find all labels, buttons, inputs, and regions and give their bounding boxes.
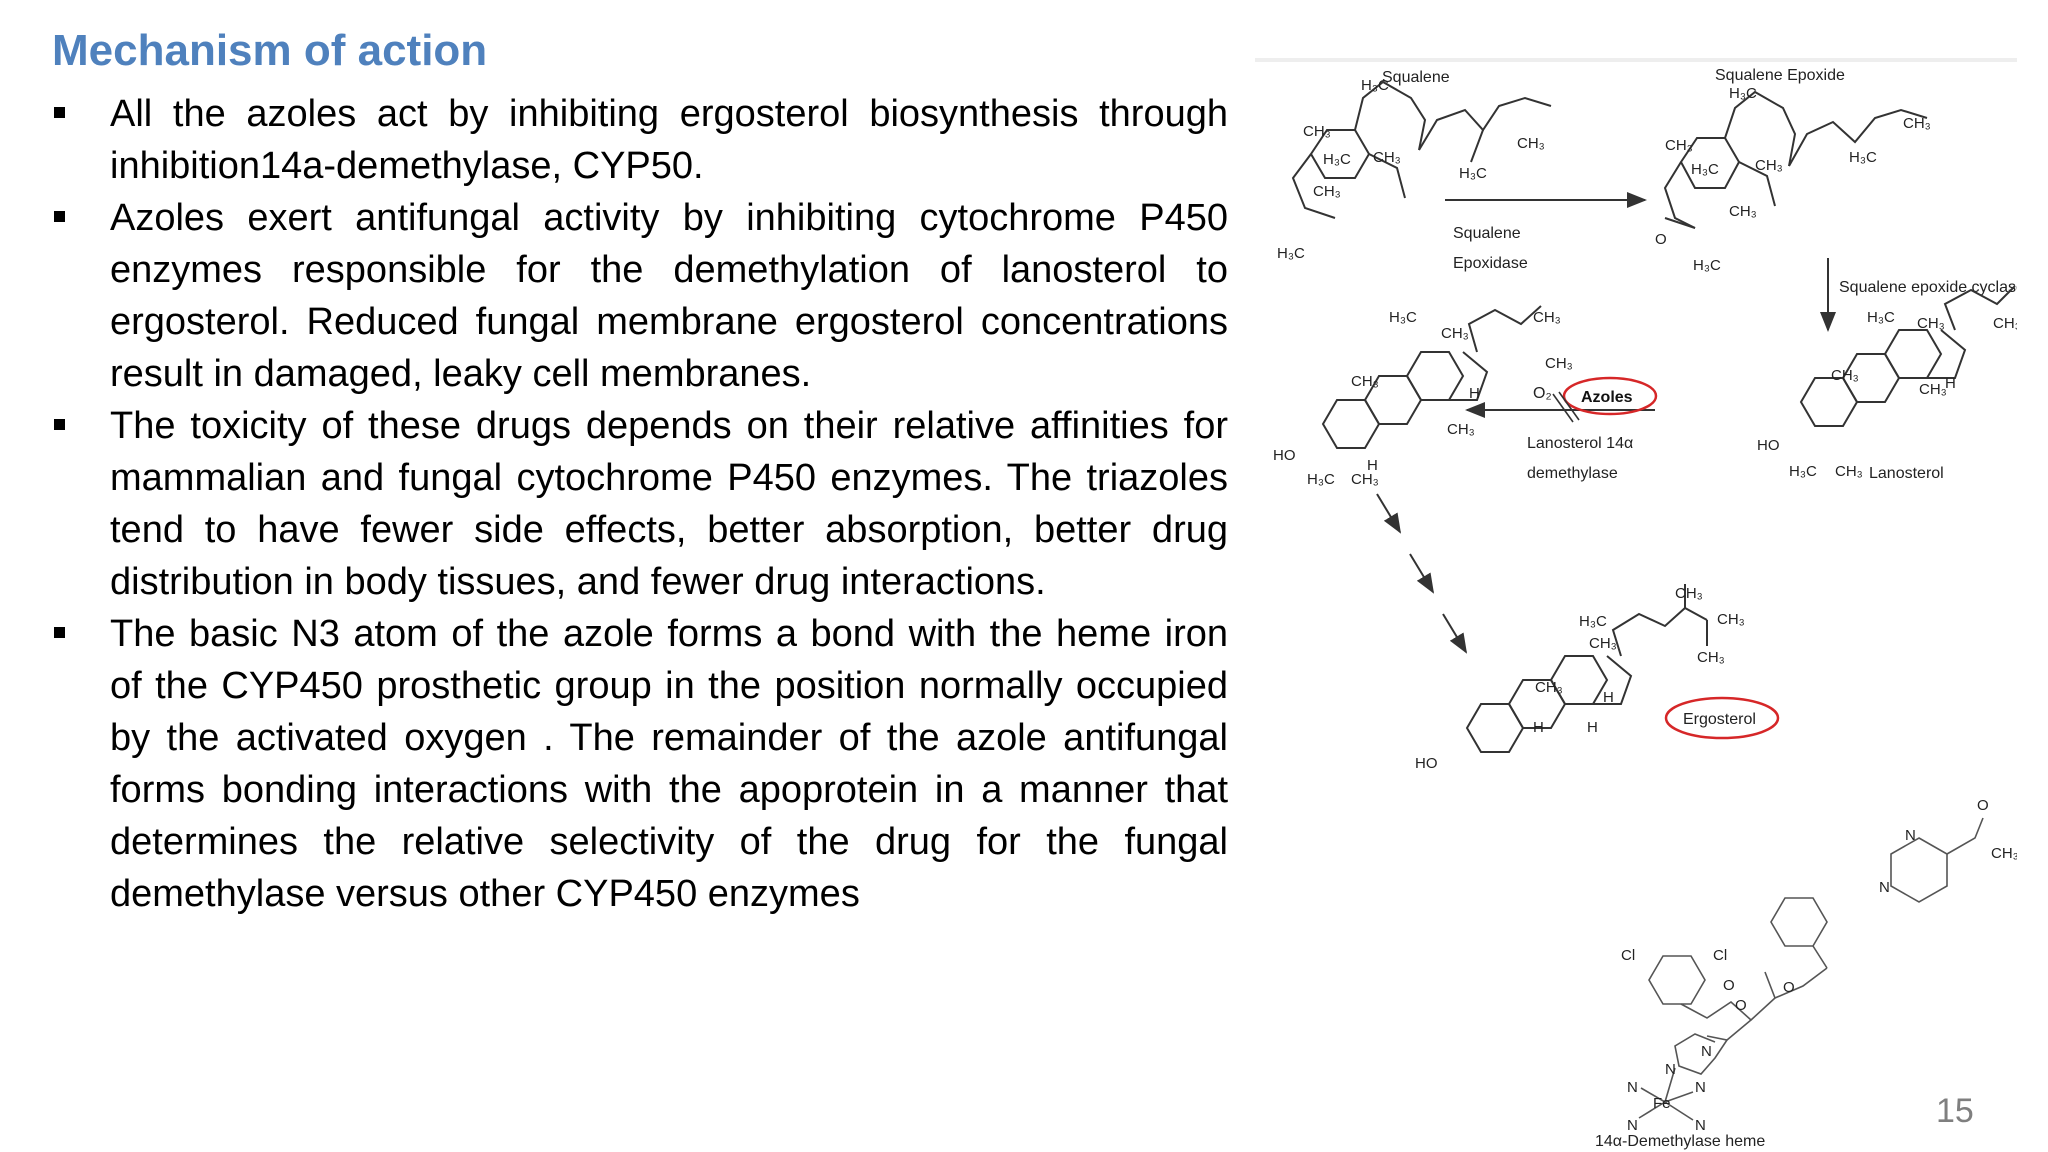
svg-text:H₃C: H₃C (1307, 471, 1335, 488)
svg-text:O: O (1783, 979, 1795, 996)
ergosterol-highlight-ring (1664, 696, 1780, 740)
svg-text:H₃C: H₃C (1693, 257, 1721, 274)
square-bullet-icon (54, 627, 65, 638)
svg-text:CH₃: CH₃ (1917, 315, 1945, 332)
svg-text:CH₃: CH₃ (1991, 845, 2017, 862)
svg-text:CH₃: CH₃ (1993, 315, 2017, 332)
svg-text:CH₃: CH₃ (1447, 421, 1475, 438)
square-bullet-icon (54, 211, 65, 222)
svg-text:N: N (1627, 1079, 1638, 1096)
svg-text:HO: HO (1757, 437, 1780, 454)
svg-text:CH₃: CH₃ (1729, 203, 1757, 220)
o2-label: O₂ (1533, 385, 1552, 402)
squalene-structure: Squalene H₃C CH₃ H₃C CH₃ CH₃ H₃C H₃C CH₃ (1277, 69, 1552, 262)
bullet-item: The basic N3 atom of the azole forms a b… (52, 608, 1228, 920)
svg-text:H: H (1469, 385, 1480, 402)
demethylated-intermediate-structure: CH₃ H₃C CH₃ CH₃ CH₃ CH₃ H HO H₃C CH₃ H (1273, 305, 1573, 488)
svg-text:CH₃: CH₃ (1755, 157, 1783, 174)
svg-text:HO: HO (1273, 447, 1296, 464)
svg-text:CH₃: CH₃ (1903, 115, 1931, 132)
svg-text:CH₃: CH₃ (1831, 367, 1859, 384)
svg-text:CH₃: CH₃ (1373, 149, 1401, 166)
svg-text:CH₃: CH₃ (1313, 183, 1341, 200)
svg-text:H₃C: H₃C (1579, 613, 1607, 630)
bullet-item: Azoles exert antifungal activity by inhi… (52, 192, 1228, 400)
svg-text:H₃C: H₃C (1729, 85, 1757, 102)
ergosterol-label: Ergosterol (1683, 711, 1756, 728)
bullet-text: The basic N3 atom of the azole forms a b… (110, 613, 1228, 915)
svg-text:H₃C: H₃C (1323, 151, 1351, 168)
svg-text:Cl: Cl (1621, 947, 1635, 964)
svg-text:CH₃: CH₃ (1675, 585, 1703, 602)
svg-text:H₃C: H₃C (1691, 161, 1719, 178)
svg-text:CH₃: CH₃ (1533, 309, 1561, 326)
lanosterol-demethylase-label-2: demethylase (1527, 465, 1618, 482)
svg-text:H₃C: H₃C (1867, 309, 1895, 326)
squalene-epoxidase-label-1: Squalene (1453, 225, 1521, 242)
svg-text:CH₃: CH₃ (1351, 373, 1379, 390)
squalene-epoxide-label: Squalene Epoxide (1715, 67, 1845, 84)
ergosterol-pathway-figure: Squalene H₃C CH₃ H₃C CH₃ CH₃ H₃C H₃C CH₃… (1255, 58, 2017, 1150)
svg-text:H₃C: H₃C (1459, 165, 1487, 182)
svg-text:H₃C: H₃C (1389, 309, 1417, 326)
squalene-epoxide-structure: Squalene Epoxide H₃C CH₃ H₃C CH₃ CH₃ O H… (1655, 67, 1931, 274)
bullet-item: The toxicity of these drugs depends on t… (52, 400, 1228, 608)
svg-text:O: O (1723, 977, 1735, 994)
svg-text:N: N (1665, 1061, 1676, 1078)
squalene-label: Squalene (1382, 69, 1450, 86)
bullet-text: The toxicity of these drugs depends on t… (110, 405, 1228, 603)
svg-text:N: N (1701, 1043, 1712, 1060)
svg-text:CH₃: CH₃ (1697, 649, 1725, 666)
svg-text:HO: HO (1415, 755, 1438, 772)
squalene-epoxide-cyclase-label: Squalene epoxide cyclase (1839, 279, 2017, 296)
squalene-epoxidase-label-2: Epoxidase (1453, 255, 1528, 272)
svg-text:CH₃: CH₃ (1303, 123, 1331, 140)
svg-text:N: N (1695, 1117, 1706, 1134)
slide-title: Mechanism of action (52, 26, 488, 75)
svg-text:H₃C: H₃C (1277, 245, 1305, 262)
svg-text:CH₃: CH₃ (1589, 635, 1617, 652)
svg-text:H₃C: H₃C (1789, 463, 1817, 480)
svg-text:N: N (1905, 827, 1916, 844)
svg-text:H₃C: H₃C (1361, 77, 1389, 94)
lanosterol-demethylase-label-1: Lanosterol 14α (1527, 435, 1633, 452)
svg-text:H: H (1603, 689, 1614, 706)
svg-text:CH₃: CH₃ (1835, 463, 1863, 480)
square-bullet-icon (54, 419, 65, 430)
svg-text:CH₃: CH₃ (1351, 471, 1379, 488)
svg-text:O: O (1655, 231, 1667, 248)
lanosterol-label: Lanosterol (1869, 465, 1944, 482)
svg-text:H: H (1533, 719, 1544, 736)
heme-caption: 14α-Demethylase heme (1595, 1133, 1765, 1150)
svg-text:CH₃: CH₃ (1535, 679, 1563, 696)
svg-text:CH₃: CH₃ (1919, 381, 1947, 398)
azole-heme-complex-structure: Cl Cl O O O N N O CH₃ N N Fe N N N N (1621, 797, 2017, 1134)
svg-text:O: O (1735, 997, 1747, 1014)
svg-text:CH₃: CH₃ (1717, 611, 1745, 628)
lanosterol-structure: CH₃ H₃C CH₃ CH₃ CH₃ H HO H₃C CH₃ Lanoste… (1757, 285, 2017, 482)
svg-text:H: H (1587, 719, 1598, 736)
bullet-item: All the azoles act by inhibiting ergoste… (52, 88, 1228, 192)
svg-text:CH₃: CH₃ (1517, 135, 1545, 152)
svg-text:Cl: Cl (1713, 947, 1727, 964)
svg-text:H: H (1945, 375, 1956, 392)
svg-text:N: N (1879, 879, 1890, 896)
svg-text:O: O (1977, 797, 1989, 814)
svg-text:N: N (1695, 1079, 1706, 1096)
svg-text:N: N (1627, 1117, 1638, 1134)
bullet-text: Azoles exert antifungal activity by inhi… (110, 197, 1228, 395)
bullet-list: All the azoles act by inhibiting ergoste… (52, 88, 1228, 920)
svg-text:CH₃: CH₃ (1441, 325, 1469, 342)
square-bullet-icon (54, 107, 65, 118)
ergosterol-structure: CH₃ CH₃ CH₃ H₃C CH₃ CH₃ H H H HO (1415, 584, 1745, 772)
svg-text:CH₃: CH₃ (1665, 137, 1693, 154)
svg-text:CH₃: CH₃ (1545, 355, 1573, 372)
azoles-label: Azoles (1581, 389, 1633, 406)
azoles-highlight-ring (1562, 376, 1658, 416)
bullet-text: All the azoles act by inhibiting ergoste… (110, 93, 1228, 187)
svg-text:Fe: Fe (1653, 1095, 1671, 1112)
svg-text:H₃C: H₃C (1849, 149, 1877, 166)
svg-text:H: H (1367, 457, 1378, 474)
page-number: 15 (1936, 1092, 1974, 1130)
